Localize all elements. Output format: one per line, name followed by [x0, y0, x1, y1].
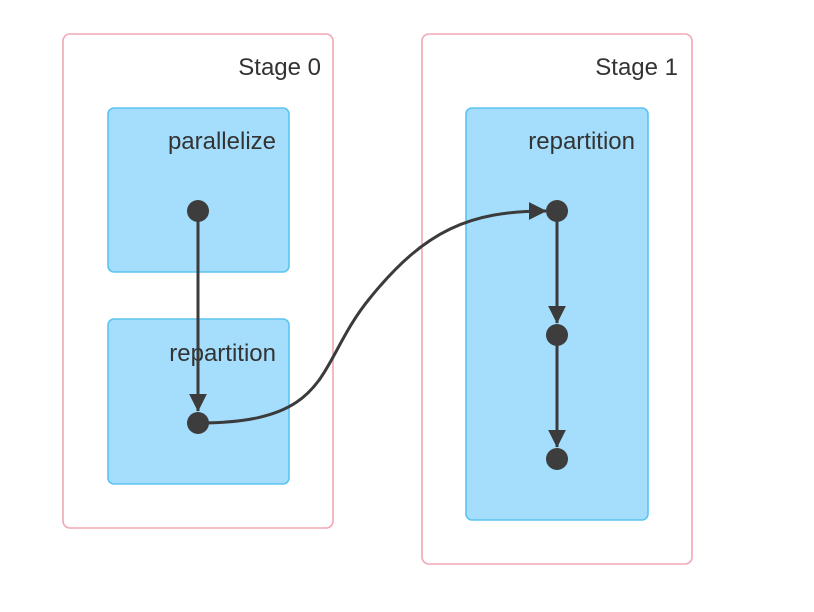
nodes: [187, 200, 568, 470]
stage-1-repartition-label: repartition: [528, 128, 635, 155]
stage-0-label: Stage 0: [238, 54, 321, 81]
parallelize-node[interactable]: [187, 200, 209, 222]
stage-0-repartition-node[interactable]: [187, 412, 209, 434]
edges: [189, 202, 566, 448]
edge-stage-0-to-stage-1[interactable]: [197, 202, 547, 425]
stage-0-repartition-label: repartition: [169, 340, 276, 367]
stage-0-operation-parallelize[interactable]: parallelize: [107, 107, 290, 273]
stage-1-repartition-node-2[interactable]: [546, 324, 568, 346]
stage-1-label: Stage 1: [595, 54, 678, 81]
stage-1-repartition-node-3[interactable]: [546, 448, 568, 470]
stage-1-repartition-node-1[interactable]: [546, 200, 568, 222]
parallelize-label: parallelize: [168, 128, 276, 155]
